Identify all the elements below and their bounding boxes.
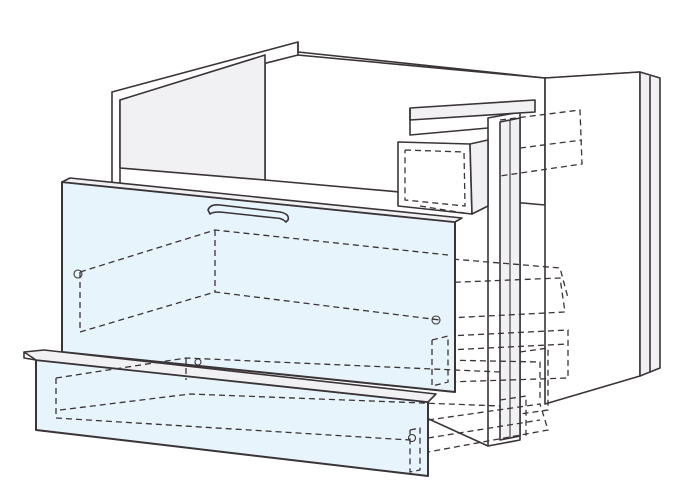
left-side-inner — [119, 54, 266, 181]
right-side-panel — [544, 71, 641, 405]
bar-handle — [207, 204, 290, 223]
shelf-edge — [409, 108, 489, 136]
small-drawer-hidden — [499, 109, 583, 177]
drawer-runners — [499, 347, 549, 436]
drawer-front-top — [61, 177, 463, 393]
inner-small-drawer — [397, 139, 489, 215]
drawer-front-bottom — [23, 349, 549, 477]
